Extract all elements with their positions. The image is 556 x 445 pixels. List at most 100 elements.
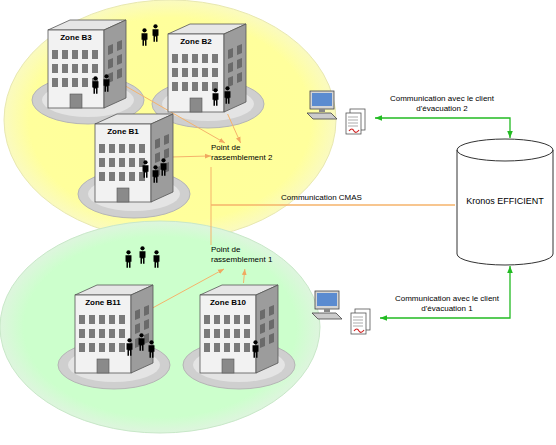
building-window <box>172 68 178 77</box>
building-window <box>182 82 188 91</box>
building-window <box>269 319 274 330</box>
building-window <box>117 68 122 79</box>
building-box: Zone B10 <box>200 283 278 375</box>
building-window <box>119 329 125 338</box>
client-link <box>375 118 510 138</box>
building-window <box>119 158 125 167</box>
node-outline <box>168 22 246 114</box>
building-window <box>234 329 240 338</box>
building-window <box>260 337 265 348</box>
building-window <box>108 58 113 69</box>
building-window <box>82 50 88 59</box>
document-line <box>348 120 358 121</box>
building-window <box>214 315 220 324</box>
building-window <box>129 144 135 153</box>
building-side <box>224 24 246 112</box>
building-window <box>109 158 115 167</box>
building-window <box>164 162 169 173</box>
building-window <box>119 315 125 324</box>
building-window <box>244 329 250 338</box>
building-side <box>104 20 126 108</box>
building-window <box>192 54 198 63</box>
building-front <box>168 34 224 112</box>
building-window <box>99 329 105 338</box>
building-window <box>117 40 122 51</box>
building-window <box>237 72 242 83</box>
building-window <box>212 68 218 77</box>
building-window <box>202 54 208 63</box>
building-window <box>119 144 125 153</box>
monitor-screen <box>312 93 332 106</box>
client-label: Communication avec le client d'évacuatio… <box>382 294 512 314</box>
evacuation-arrow <box>173 156 211 157</box>
building-window <box>182 68 188 77</box>
building-window <box>139 144 145 153</box>
building-door <box>97 359 109 373</box>
person-icon <box>140 246 146 264</box>
building-window <box>155 166 160 177</box>
person-icon <box>126 250 132 268</box>
building-window <box>135 323 140 334</box>
keyboard <box>312 313 342 319</box>
building-window <box>139 158 145 167</box>
building-window <box>79 315 85 324</box>
person-icon <box>153 24 159 42</box>
building-window <box>62 64 68 73</box>
building-window <box>164 148 169 159</box>
building-window <box>224 343 230 352</box>
building-box: Zone B1 <box>95 112 173 204</box>
building-window <box>129 158 135 167</box>
building-window <box>99 343 105 352</box>
building-window <box>214 343 220 352</box>
building-window <box>228 62 233 73</box>
document-line <box>353 320 363 321</box>
building-window <box>82 78 88 87</box>
building-window <box>192 68 198 77</box>
building-window <box>109 315 115 324</box>
document-stamp <box>349 129 359 132</box>
building-window <box>202 68 208 77</box>
client-workstation: Communication avec le client d'évacuatio… <box>310 291 380 341</box>
document-line <box>348 126 358 127</box>
monitor-stand <box>319 109 325 112</box>
zone-label: Zone B10 <box>202 298 254 308</box>
building-box: Zone B2 <box>168 22 246 114</box>
gathering-point: Point de rassemblement 2 <box>211 143 281 167</box>
building-window <box>192 82 198 91</box>
building-window <box>234 343 240 352</box>
building-window <box>92 50 98 59</box>
zone-ellipse <box>0 221 320 433</box>
document-sheet <box>346 113 361 134</box>
building-window <box>79 343 85 352</box>
evacuation-arrow <box>228 114 241 143</box>
link-label: Communication CMAS <box>281 193 362 203</box>
node-outline <box>95 112 173 204</box>
zone-label: Zone B1 <box>97 127 149 137</box>
building-window <box>244 343 250 352</box>
building-window <box>62 78 68 87</box>
building-front <box>200 295 256 373</box>
client-workstation: Communication avec le client d'évacuatio… <box>305 91 375 141</box>
cmas-link <box>211 205 455 245</box>
document-line <box>353 317 363 318</box>
building-window <box>79 329 85 338</box>
building-window <box>269 333 274 344</box>
cmas-link <box>211 167 455 205</box>
building-window <box>135 337 140 348</box>
building-window <box>228 76 233 87</box>
building-window <box>204 329 210 338</box>
monitor-frame <box>315 291 339 309</box>
building-front <box>75 295 131 373</box>
building-window <box>204 343 210 352</box>
building-box: Zone B3 <box>48 18 126 110</box>
building-window <box>72 50 78 59</box>
zone-ellipse <box>4 0 336 240</box>
building-window <box>72 64 78 73</box>
zone-label: Zone B3 <box>50 33 102 43</box>
building-side <box>131 285 153 373</box>
person-icon <box>154 250 160 268</box>
database-label: Kronos EFFICIENT <box>455 196 555 206</box>
building-window <box>228 48 233 59</box>
building-window <box>202 82 208 91</box>
document-line <box>353 323 363 324</box>
